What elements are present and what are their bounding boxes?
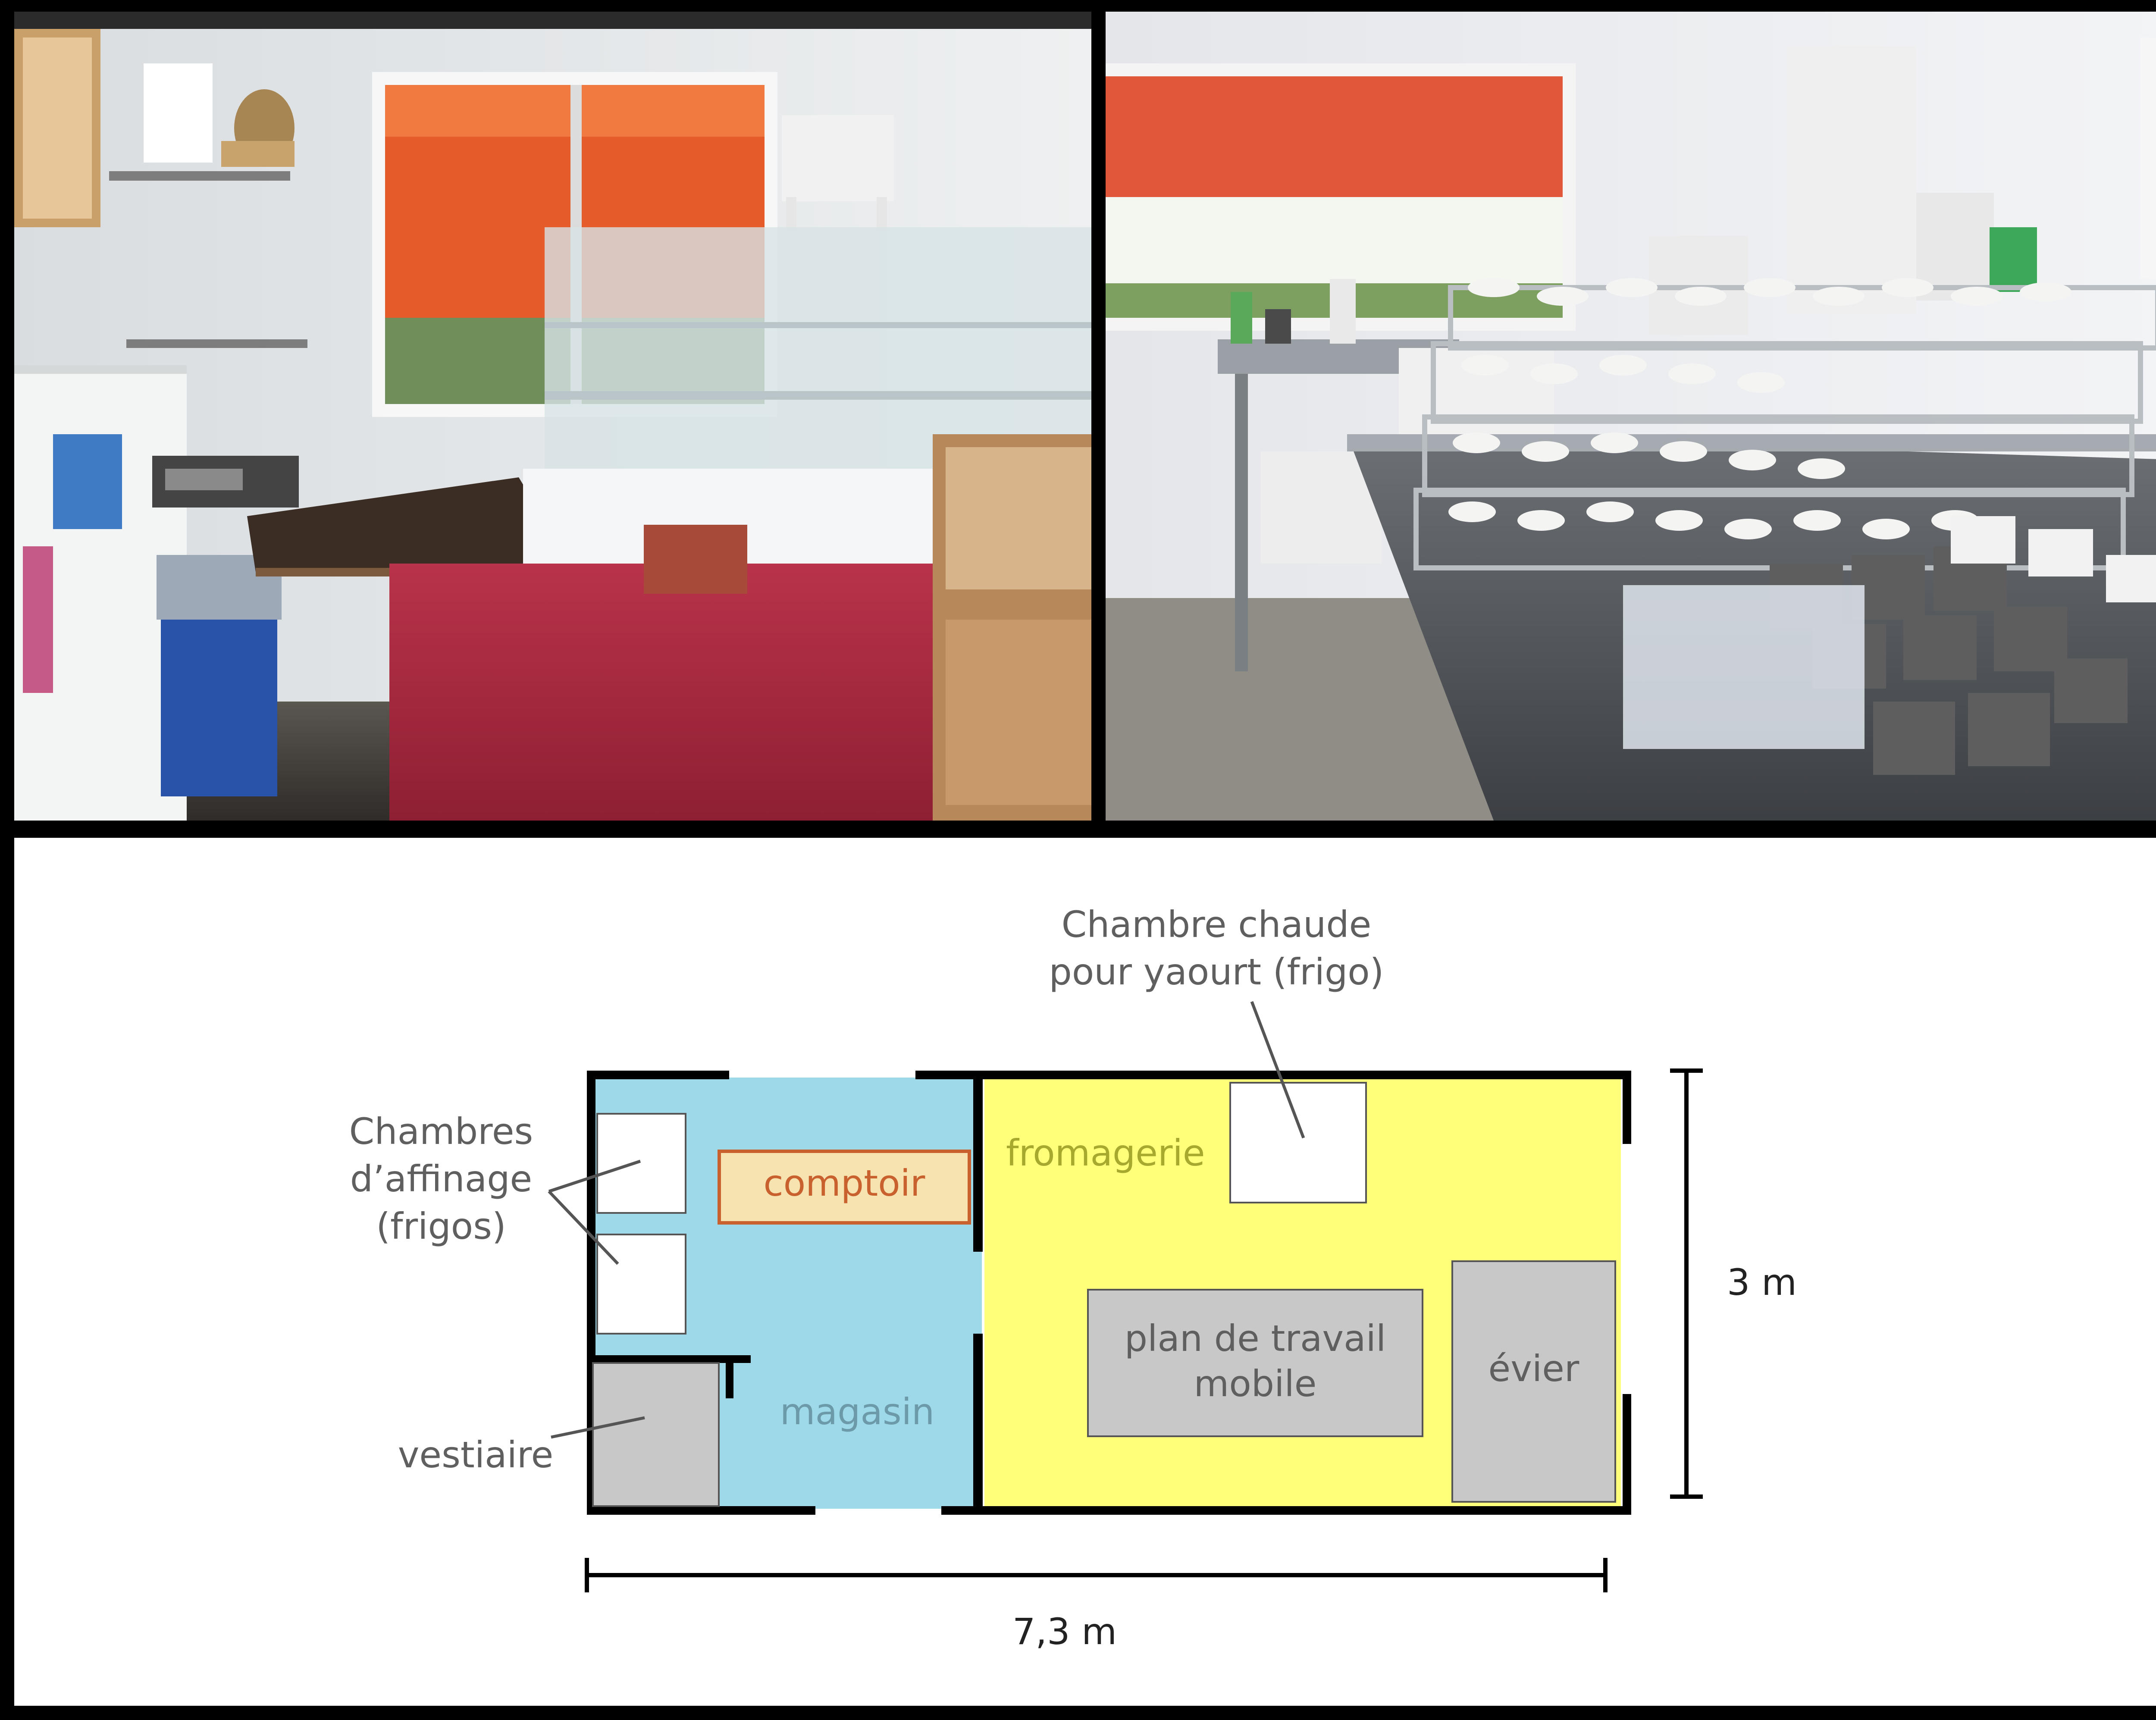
height-label: 3 m (1727, 1261, 1797, 1303)
vestiaire-box (592, 1362, 720, 1507)
comptoir-box (718, 1150, 971, 1225)
photo-cheese-room (1106, 12, 2156, 821)
vestiaire-label: vestiaire (398, 1434, 554, 1476)
comptoir-label: comptoir (764, 1162, 925, 1204)
affinage-leader-bottom (548, 1190, 619, 1265)
affinage-label-2: d’affinage (350, 1158, 532, 1200)
vestiaire-leader (551, 1416, 645, 1439)
chambre-chaude-leader (1250, 1001, 1305, 1139)
evier-label: évier (1489, 1347, 1579, 1390)
width-label: 7,3 m (1012, 1610, 1117, 1653)
magasin-label: magasin (780, 1391, 934, 1433)
plan-travail-box (1087, 1289, 1423, 1437)
height-dimension (1670, 1068, 1703, 1499)
affinage-leader-top (548, 1159, 641, 1193)
floor-plan: comptoir plan de travail mobile évier fr… (14, 838, 2156, 1706)
fromagerie-label: fromagerie (1006, 1132, 1205, 1174)
width-dimension (585, 1558, 1608, 1592)
affinage-fridge-bottom (596, 1234, 686, 1335)
chambre-chaude-box (1229, 1082, 1367, 1203)
affinage-label-3: (frigos) (376, 1205, 506, 1247)
chambre-chaude-label-2: pour yaourt (frigo) (1049, 951, 1384, 993)
affinage-fridge-top (596, 1113, 686, 1214)
evier-box (1451, 1260, 1616, 1503)
photo-shop (14, 12, 1091, 821)
plan-travail-label-2: mobile (1194, 1363, 1317, 1405)
affinage-label-1: Chambres (349, 1110, 533, 1153)
plan-travail-label-1: plan de travail (1125, 1317, 1386, 1360)
chambre-chaude-label-1: Chambre chaude (1062, 903, 1372, 946)
